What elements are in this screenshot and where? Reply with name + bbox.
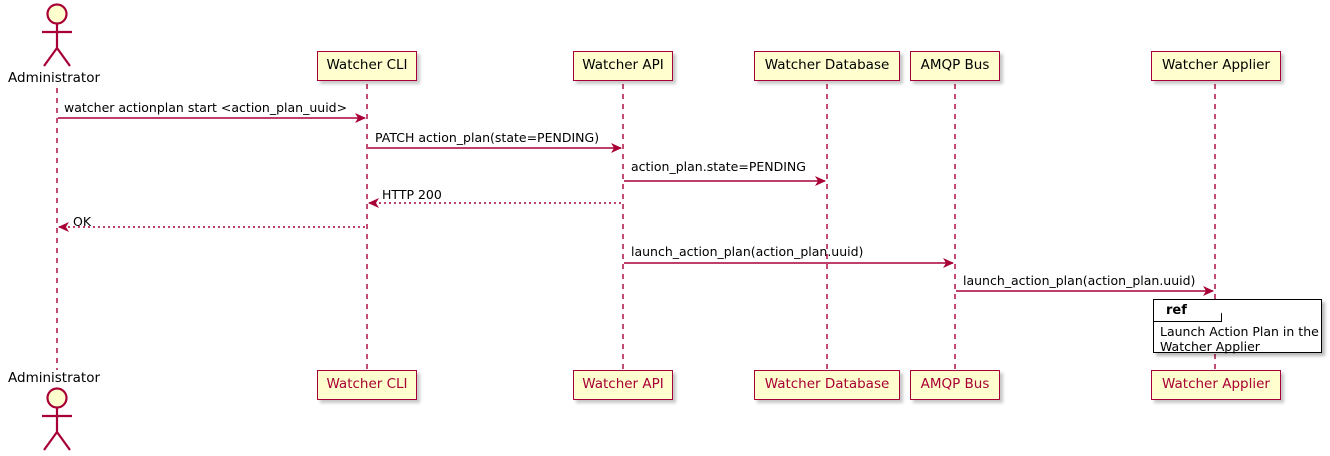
participant-footer-watcher-cli[interactable]: Watcher CLI xyxy=(317,370,417,400)
message-label-6: launch_action_plan(action_plan.uuid) xyxy=(631,244,864,259)
participant-header-watcher-database[interactable]: Watcher Database xyxy=(754,51,900,81)
actor-label-administrator-bottom-text: Administrator xyxy=(8,370,101,386)
ref-fragment-text: Launch Action Plan in the Watcher Applie… xyxy=(1160,324,1319,354)
participant-header-watcher-cli[interactable]: Watcher CLI xyxy=(317,51,417,81)
participant-footer-amqp-bus[interactable]: AMQP Bus xyxy=(910,370,1000,400)
participant-footer-watcher-applier-label: Watcher Applier xyxy=(1162,376,1270,393)
participant-header-amqp-bus-label: AMQP Bus xyxy=(920,57,990,74)
participant-header-watcher-api-label: Watcher API xyxy=(582,57,664,74)
message-label-2: PATCH action_plan(state=PENDING) xyxy=(375,130,600,145)
participant-footer-amqp-bus-label: AMQP Bus xyxy=(920,376,990,393)
message-label-6-text: launch_action_plan(action_plan.uuid) xyxy=(631,244,864,259)
message-label-4-text: HTTP 200 xyxy=(382,187,442,202)
message-label-3-text: action_plan.state=PENDING xyxy=(631,159,806,174)
participant-footer-watcher-database-label: Watcher Database xyxy=(764,376,890,393)
message-label-5: OK xyxy=(73,214,92,229)
participant-footer-watcher-applier[interactable]: Watcher Applier xyxy=(1151,370,1281,400)
participant-header-watcher-database-label: Watcher Database xyxy=(764,57,890,74)
actor-administrator-bottom xyxy=(42,387,72,451)
actor-administrator-top xyxy=(42,3,72,67)
message-label-2-text: PATCH action_plan(state=PENDING) xyxy=(375,130,600,145)
participant-header-watcher-cli-label: Watcher CLI xyxy=(326,57,408,74)
ref-fragment: ref Launch Action Plan in the Watcher Ap… xyxy=(1153,299,1322,354)
message-label-7: launch_action_plan(action_plan.uuid) xyxy=(963,273,1196,288)
participant-header-watcher-applier[interactable]: Watcher Applier xyxy=(1151,51,1281,81)
ref-fragment-tab xyxy=(1154,300,1222,322)
ref-fragment-keyword: ref xyxy=(1166,303,1187,318)
message-label-1-text: watcher actionplan start <action_plan_uu… xyxy=(64,100,348,115)
participant-footer-watcher-cli-label: Watcher CLI xyxy=(326,376,408,393)
message-label-7-text: launch_action_plan(action_plan.uuid) xyxy=(963,273,1196,288)
actor-label-administrator-bottom: Administrator xyxy=(8,370,101,386)
message-label-3: action_plan.state=PENDING xyxy=(631,159,806,174)
participant-header-amqp-bus[interactable]: AMQP Bus xyxy=(910,51,1000,81)
participant-footer-watcher-api-label: Watcher API xyxy=(582,376,664,393)
message-label-4: HTTP 200 xyxy=(382,187,442,202)
message-label-5-text: OK xyxy=(73,214,92,229)
lifelines xyxy=(56,84,1216,372)
actor-label-administrator-top: Administrator xyxy=(8,70,101,86)
participant-footer-watcher-api[interactable]: Watcher API xyxy=(573,370,673,400)
participant-header-watcher-api[interactable]: Watcher API xyxy=(573,51,673,81)
actor-label-administrator-top-text: Administrator xyxy=(8,70,101,86)
message-label-1: watcher actionplan start <action_plan_uu… xyxy=(64,100,348,115)
participant-header-watcher-applier-label: Watcher Applier xyxy=(1162,57,1270,74)
participant-footer-watcher-database[interactable]: Watcher Database xyxy=(754,370,900,400)
